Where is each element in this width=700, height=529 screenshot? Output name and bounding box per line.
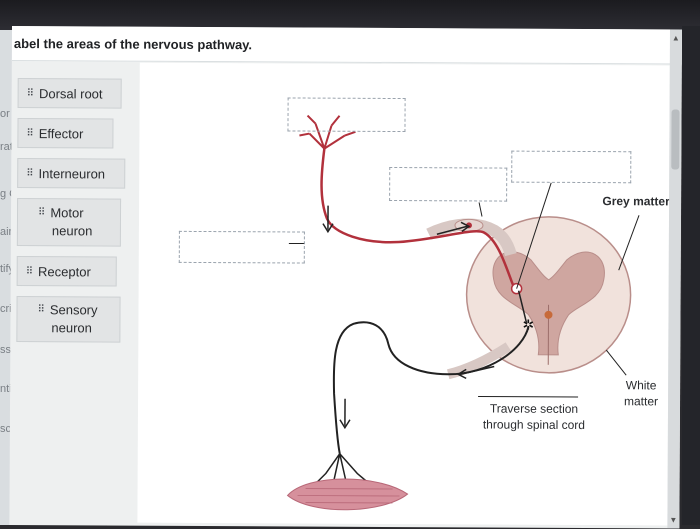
drop-zone-dorsal-root[interactable]: [389, 167, 507, 202]
leader-white-matter: [606, 350, 626, 375]
option-row: ⠿ Motor: [38, 204, 84, 222]
label-traverse-line2: through spinal cord: [472, 416, 596, 433]
motor-cell-body-icon: ✲: [522, 318, 534, 334]
option-label: Interneuron: [39, 166, 106, 181]
option-sensory-neuron[interactable]: ⠿ Sensory neuron: [16, 296, 120, 343]
peek-text: or: [0, 108, 10, 120]
drag-grip-icon: ⠿: [26, 168, 32, 179]
question-header: abel the areas of the nervous pathway.: [12, 26, 682, 65]
label-grey-matter: Grey matter: [599, 193, 673, 209]
effector-muscle: [287, 479, 407, 510]
leader-dorsal-root: [479, 202, 482, 216]
label-traverse-line1: Traverse section: [472, 400, 596, 417]
label-white-matter-line2: matter: [616, 393, 666, 409]
option-label: Receptor: [38, 264, 91, 279]
question-title: abel the areas of the nervous pathway.: [14, 36, 252, 52]
option-row: ⠿ Sensory: [37, 301, 97, 319]
question-screen: abel the areas of the nervous pathway. ⠿…: [9, 26, 682, 529]
section-underline: [478, 396, 578, 397]
label-traverse-section: Traverse section through spinal cord: [472, 400, 596, 433]
option-label-line2: neuron: [38, 222, 93, 240]
option-label: Motor: [50, 204, 83, 222]
vertical-scrollbar[interactable]: ▲ ▼: [667, 29, 682, 528]
drag-grip-icon: ⠿: [38, 204, 44, 222]
option-dorsal-root[interactable]: ⠿ Dorsal root: [18, 78, 122, 109]
leader-grey-matter: [619, 215, 639, 270]
drag-grip-icon: ⠿: [27, 88, 33, 99]
drop-zone-sensory-neuron[interactable]: [179, 231, 305, 264]
label-white-matter: White matter: [616, 377, 666, 409]
drag-grip-icon: ⠿: [26, 128, 32, 139]
option-label-line2: neuron: [37, 319, 92, 337]
option-label: Sensory: [50, 301, 98, 319]
central-canal: [544, 311, 552, 319]
drag-grip-icon: ⠿: [37, 301, 43, 319]
drag-grip-icon: ⠿: [26, 266, 32, 277]
scrollbar-thumb[interactable]: [671, 109, 679, 169]
option-effector[interactable]: ⠿ Effector: [17, 118, 113, 149]
option-label: Dorsal root: [39, 86, 103, 101]
monitor-bezel-right: [682, 26, 700, 525]
drop-zone-receptor[interactable]: [287, 97, 405, 132]
scroll-down-arrow-icon[interactable]: ▼: [669, 515, 677, 524]
option-receptor[interactable]: ⠿ Receptor: [17, 256, 117, 287]
option-interneuron[interactable]: ⠿ Interneuron: [17, 158, 125, 189]
diagram-canvas: ✲: [137, 63, 669, 526]
drop-zone-interneuron[interactable]: [511, 151, 631, 184]
option-motor-neuron[interactable]: ⠿ Motor neuron: [17, 198, 121, 247]
option-label: Effector: [39, 126, 84, 141]
scroll-up-arrow-icon[interactable]: ▲: [672, 33, 680, 42]
nervous-pathway-diagram: ✲: [137, 63, 669, 526]
label-white-matter-line1: White: [616, 377, 666, 393]
